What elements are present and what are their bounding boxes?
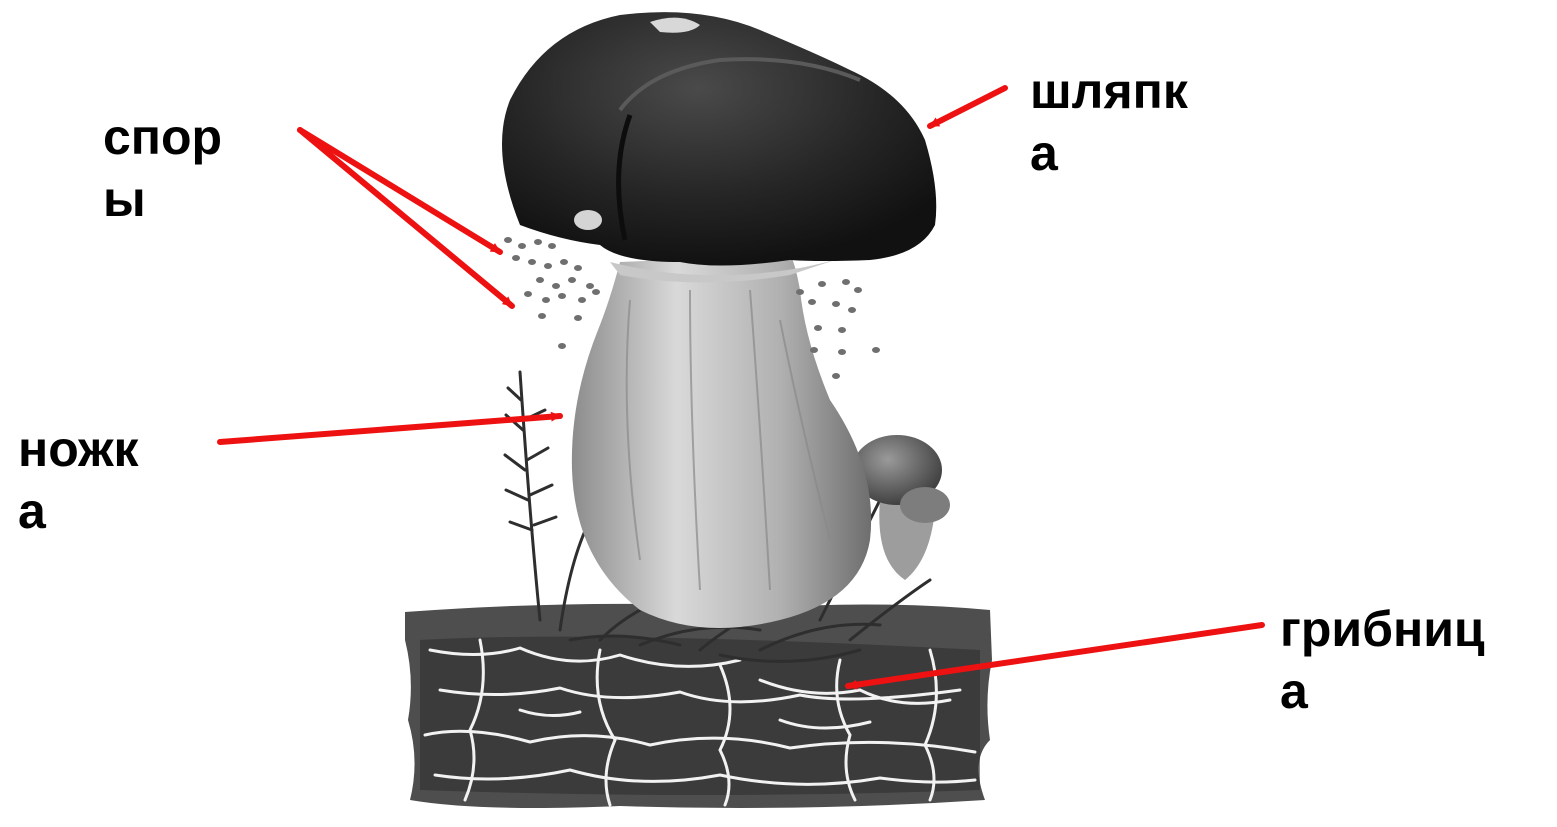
spore-dot	[810, 347, 818, 353]
spore-dot	[578, 297, 586, 303]
spore-dot	[796, 289, 804, 295]
arrow-spores-upper	[300, 130, 500, 252]
spore-dot	[518, 243, 526, 249]
arrow-spores-lower	[300, 130, 512, 306]
label-stem-line1: ножк	[18, 418, 139, 480]
spore-dot	[542, 297, 550, 303]
spore-dot	[574, 315, 582, 321]
spore-dot	[528, 259, 536, 265]
label-stem-line2: а	[18, 480, 139, 542]
label-spores-line2: ы	[103, 168, 222, 230]
label-mycelium-line2: а	[1280, 660, 1485, 722]
spore-dot	[832, 301, 840, 307]
mushroom-cap	[502, 12, 936, 265]
spore-dot	[504, 237, 512, 243]
spore-dot	[536, 277, 544, 283]
spore-dot	[574, 265, 582, 271]
spore-dot	[560, 259, 568, 265]
spore-dot	[558, 343, 566, 349]
spore-dot	[842, 279, 850, 285]
spore-dot	[838, 349, 846, 355]
spore-dot	[848, 307, 856, 313]
spore-dot	[534, 239, 542, 245]
mushroom-stem	[572, 255, 871, 628]
spore-dot	[524, 291, 532, 297]
label-mycelium: грибниц а	[1280, 598, 1485, 722]
label-mycelium-line1: грибниц	[1280, 598, 1485, 660]
spore-dot	[568, 277, 576, 283]
spore-dot	[512, 255, 520, 261]
spore-dot	[854, 287, 862, 293]
label-stem: ножк а	[18, 418, 139, 542]
soil	[405, 604, 992, 808]
spore-dot	[538, 313, 546, 319]
spore-dot	[818, 281, 826, 287]
label-spores: спор ы	[103, 106, 222, 230]
spore-dot	[808, 299, 816, 305]
spore-dot	[552, 283, 560, 289]
label-cap: шляпк а	[1030, 60, 1188, 184]
spore-dot	[586, 283, 594, 289]
spore-dot	[592, 289, 600, 295]
spore-dot	[838, 327, 846, 333]
label-cap-line1: шляпк	[1030, 60, 1188, 122]
label-cap-line2: а	[1030, 122, 1188, 184]
spore-dot	[872, 347, 880, 353]
arrow-cap	[930, 88, 1005, 126]
spore-dot	[832, 373, 840, 379]
spore-dot	[814, 325, 822, 331]
label-spores-line1: спор	[103, 106, 222, 168]
spore-dot	[544, 263, 552, 269]
arrow-stem	[220, 416, 560, 442]
spore-dot	[558, 293, 566, 299]
spore-dot	[548, 243, 556, 249]
